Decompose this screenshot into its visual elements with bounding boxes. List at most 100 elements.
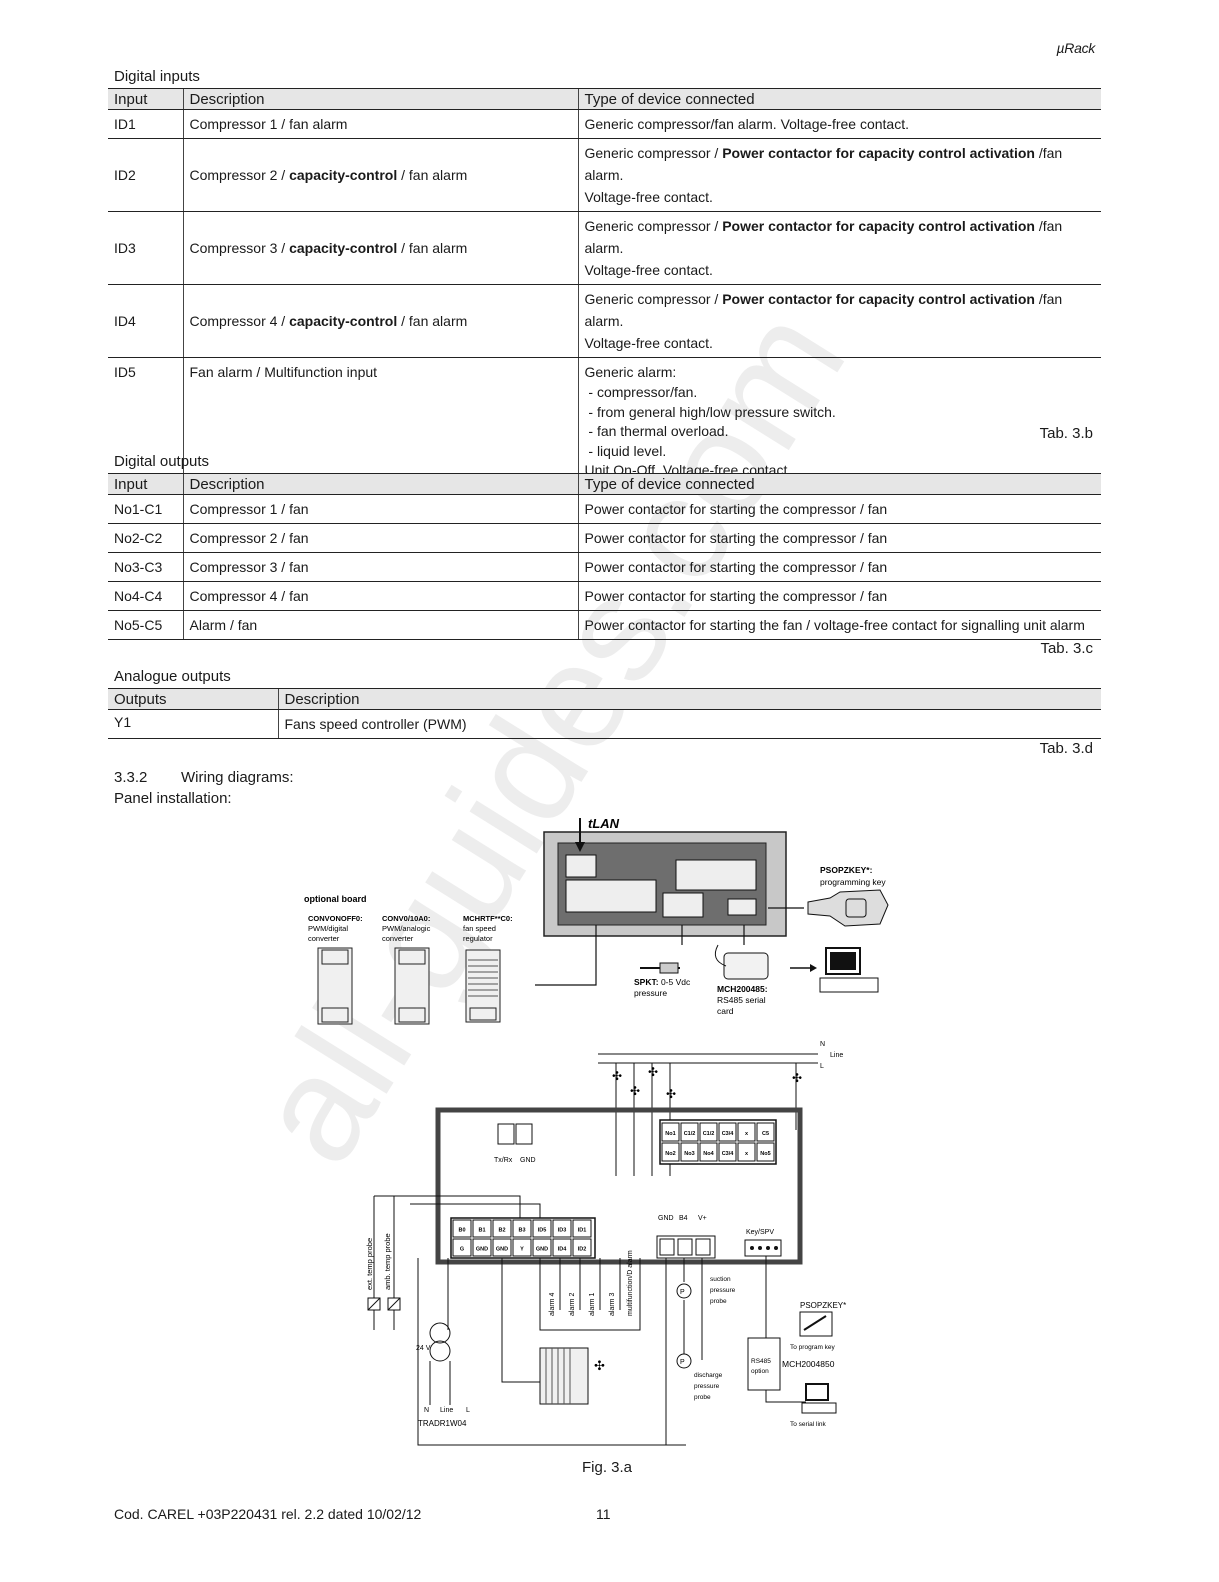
type-text: Generic compressor/fan alarm. Voltage-fr… xyxy=(584,116,909,132)
digital-outputs-table: Input Description Type of device connect… xyxy=(108,473,1101,640)
table-header-row: Input Description Type of device connect… xyxy=(108,88,1101,110)
cell-description: Alarm / fan xyxy=(182,610,578,640)
board-outline xyxy=(435,1107,803,1265)
key-spv-label: Key/SPV xyxy=(746,1229,774,1236)
type-text: Generic compressor / xyxy=(584,218,723,234)
input-terminal-top-label: ID3 xyxy=(558,1228,567,1234)
input-terminal-bottom-cell xyxy=(532,1238,552,1257)
type-bold-text: Power contactor for capacity control act… xyxy=(722,218,1035,234)
table-row: ID5 Fan alarm / Multifunction input Gene… xyxy=(108,357,1101,485)
output-terminal-bottom-cell xyxy=(680,1142,699,1162)
cell-description: Compressor 3 / fan xyxy=(182,552,578,582)
suction-label: pressure xyxy=(710,1287,736,1294)
probe-connector: GND B4 V+ Key/SPV xyxy=(656,1215,782,1259)
cell-description: Fan alarm / Multifunction input xyxy=(182,357,578,485)
input-terminal-bottom-cell xyxy=(492,1238,512,1257)
type-line: - liquid level. xyxy=(584,442,667,459)
cell-description: Compressor 4 / capacity-control / fan al… xyxy=(182,284,578,358)
output-terminal-bottom-cell xyxy=(661,1142,680,1162)
input-terminal-top-label: B1 xyxy=(478,1228,485,1234)
type-text-tail: /fan alarm. xyxy=(584,145,1063,183)
programming-key: PSOPZKEY*: programming key xyxy=(807,865,889,927)
cell-description: Compressor 4 / fan xyxy=(182,581,578,611)
cell-input: ID5 xyxy=(108,357,183,485)
wiring-diagram: tLAN optional board CONVONOFF0: PWM/digi… xyxy=(304,816,889,1446)
ext-temp-probe-label: ext. temp probe xyxy=(365,1238,374,1290)
transformer-l-label: L xyxy=(466,1407,470,1414)
input-terminal-top-label: ID1 xyxy=(578,1228,587,1234)
type-bold-text: Power contactor for capacity control act… xyxy=(722,145,1035,161)
type-text-second-line: Voltage-free contact. xyxy=(584,262,713,278)
input-terminal-bottom-label: GND xyxy=(496,1247,508,1253)
conv-0-10-label: CONV0/10A0: xyxy=(382,914,430,923)
desc-text-tail: / fan alarm xyxy=(397,167,468,183)
output-terminal-bottom-label: No2 xyxy=(665,1151,675,1157)
fan-icon: ✣ xyxy=(792,1071,802,1085)
table-row: No3-C3 Compressor 3 / fan Power contacto… xyxy=(108,552,1101,582)
input-terminal-bottom-label: G xyxy=(460,1247,464,1253)
input-terminal-top-cell xyxy=(532,1219,552,1238)
cell-output: Y1 xyxy=(108,709,278,739)
table-row: ID4 Compressor 4 / capacity-control / fa… xyxy=(108,284,1101,358)
table-reference: Tab. 3.b xyxy=(1039,425,1093,442)
type-line: - compressor/fan. xyxy=(584,384,698,400)
transformer: 24 V N Line L TRADR1W04 xyxy=(416,1258,686,1446)
type-line: - fan thermal overload. xyxy=(584,423,729,439)
input-terminal-top-cell xyxy=(452,1219,472,1238)
peripheral-devices: SPKT: 0-5 Vdc pressure MCH200485: RS485 … xyxy=(634,944,879,1016)
cell-description: Compressor 2 / capacity-control / fan al… xyxy=(182,138,578,212)
cell-type: Generic compressor / Power contactor for… xyxy=(577,211,1101,285)
cell-input: No2-C2 xyxy=(108,523,183,553)
input-terminal-bottom-cell xyxy=(572,1238,592,1257)
conv-0-10-desc: converter xyxy=(382,934,414,943)
pressure-probes: P P suction pressure probe discharge pre… xyxy=(665,1258,736,1445)
input-terminal-top-label: B2 xyxy=(498,1228,505,1234)
col-header-description: Description xyxy=(277,688,1101,710)
col-header-type: Type of device connected xyxy=(577,88,1101,110)
transformer-n-label: N xyxy=(424,1407,429,1414)
table-row: No5-C5 Alarm / fan Power contactor for s… xyxy=(108,610,1101,640)
cell-description: Compressor 3 / capacity-control / fan al… xyxy=(182,211,578,285)
cell-type: Generic compressor / Power contactor for… xyxy=(577,138,1101,212)
input-terminal-top-cell xyxy=(492,1219,512,1238)
table-row: ID2 Compressor 2 / capacity-control / fa… xyxy=(108,138,1101,212)
output-terminal-bottom-label: No3 xyxy=(684,1151,694,1157)
cell-input: No3-C3 xyxy=(108,552,183,582)
cell-input: No4-C4 xyxy=(108,581,183,611)
type-bold-text: Power contactor for capacity control act… xyxy=(722,291,1035,307)
probe-gnd-label: GND xyxy=(658,1215,674,1222)
type-text: Generic compressor / xyxy=(584,291,723,307)
type-line: Generic alarm: xyxy=(584,364,677,380)
output-terminal-top-cell xyxy=(718,1122,737,1142)
cell-type: Power contactor for starting the compres… xyxy=(577,494,1101,524)
analogue-outputs-table: Outputs Description Y1 Fans speed contro… xyxy=(108,688,1101,739)
cell-type: Power contactor for starting the compres… xyxy=(577,523,1101,553)
cell-description: Compressor 1 / fan xyxy=(182,494,578,524)
table-header-row: Input Description Type of device connect… xyxy=(108,473,1101,495)
col-header-input: Input xyxy=(108,473,183,495)
mch200485-label: MCH200485: xyxy=(717,984,768,994)
fan-icon: ✣ xyxy=(648,1065,658,1079)
optional-boards: optional board CONVONOFF0: PWM/digital c… xyxy=(304,894,513,1025)
to-program-key-label: To program key xyxy=(790,1344,836,1351)
desc-text-tail: / fan alarm xyxy=(397,240,468,256)
input-terminal-bottom-cell xyxy=(512,1238,532,1257)
fan-icon: ✣ xyxy=(594,1358,605,1373)
output-terminal-bottom-cell xyxy=(756,1142,775,1162)
cell-input: ID4 xyxy=(108,284,183,358)
output-terminal-top-cell xyxy=(756,1122,775,1142)
table-header-row: Outputs Description xyxy=(108,688,1101,710)
cell-input: No1-C1 xyxy=(108,494,183,524)
output-terminal-top-cell xyxy=(737,1122,756,1142)
cell-type: Generic compressor / Power contactor for… xyxy=(577,284,1101,358)
output-terminal-top-label: C5 xyxy=(762,1131,769,1137)
input-terminal-top-label: B0 xyxy=(458,1228,465,1234)
n-label: N xyxy=(820,1041,825,1048)
mch200485-desc: card xyxy=(717,1006,734,1016)
cell-input: ID3 xyxy=(108,211,183,285)
output-terminal-bottom-label: No5 xyxy=(760,1151,770,1157)
controller-unit: tLAN xyxy=(535,816,804,986)
cell-description: Fans speed controller (PWM) xyxy=(277,709,1101,739)
alarm-1-label: alarm 1 xyxy=(589,1293,596,1316)
